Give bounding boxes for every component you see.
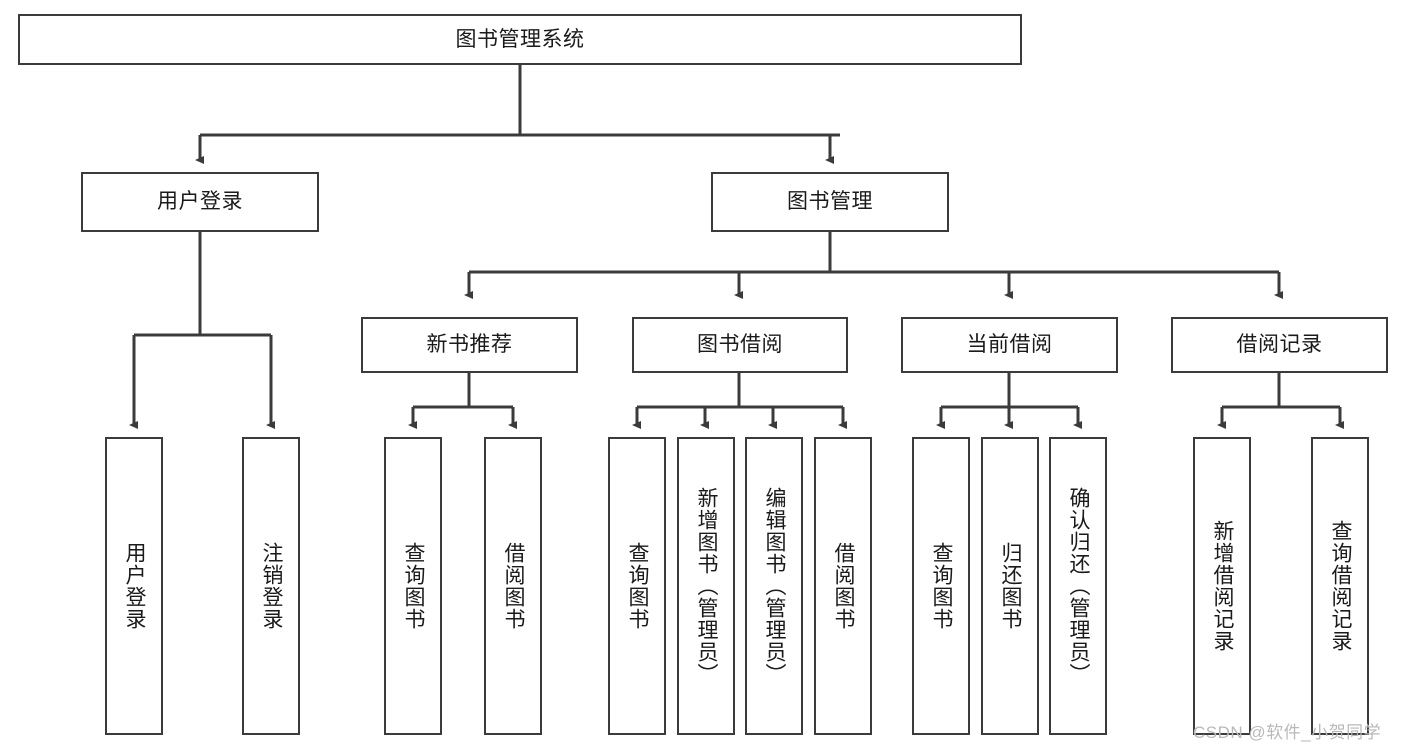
node-label: 借阅记录 (1236, 333, 1323, 357)
leaf-confirm-return-admin[interactable]: 确认归还（管理员） (1049, 437, 1107, 735)
node-root-book-management-system[interactable]: 图书管理系统 (18, 14, 1022, 65)
node-label: 图书借阅 (697, 333, 783, 357)
node-book-borrowing[interactable]: 图书借阅 (632, 317, 848, 373)
node-label: 图书管理系统 (455, 27, 585, 51)
node-label: 查询图书 (402, 542, 426, 630)
leaf-query-borrowing-record[interactable]: 查询借阅记录 (1311, 437, 1369, 735)
node-label: 编辑图书（管理员） (763, 487, 787, 685)
node-label: 查询图书 (930, 542, 954, 630)
node-label: 确认归还（管理员） (1067, 487, 1091, 685)
node-borrowing-records[interactable]: 借阅记录 (1171, 317, 1388, 373)
leaf-query-books-borrowing[interactable]: 查询图书 (608, 437, 666, 735)
leaf-borrow-books-recommendation[interactable]: 借阅图书 (484, 437, 542, 735)
node-label: 新增借阅记录 (1211, 520, 1235, 652)
leaf-query-books-current[interactable]: 查询图书 (912, 437, 970, 735)
node-label: 注销登录 (260, 542, 284, 630)
leaf-query-books-recommendation[interactable]: 查询图书 (384, 437, 442, 735)
node-label: 查询借阅记录 (1329, 520, 1353, 652)
node-book-management[interactable]: 图书管理 (711, 172, 949, 232)
node-label: 查询图书 (626, 542, 650, 630)
node-label: 借阅图书 (502, 542, 526, 630)
node-user-login[interactable]: 用户登录 (81, 172, 319, 232)
leaf-edit-book-admin[interactable]: 编辑图书（管理员） (745, 437, 803, 735)
node-label: 归还图书 (999, 542, 1023, 630)
node-label: 借阅图书 (832, 542, 856, 630)
node-label: 当前借阅 (966, 333, 1053, 357)
leaf-borrow-books-borrowing[interactable]: 借阅图书 (814, 437, 872, 735)
node-current-borrowing[interactable]: 当前借阅 (901, 317, 1118, 373)
node-new-book-recommendation[interactable]: 新书推荐 (361, 317, 578, 373)
leaf-add-borrowing-record[interactable]: 新增借阅记录 (1193, 437, 1251, 735)
leaf-return-books[interactable]: 归还图书 (981, 437, 1039, 735)
node-label: 图书管理 (787, 190, 873, 214)
node-label: 新增图书（管理员） (695, 487, 719, 685)
node-label: 用户登录 (157, 190, 243, 214)
csdn-watermark: CSDN @软件_小贺同学 (1193, 723, 1382, 742)
node-label: 新书推荐 (426, 333, 513, 357)
leaf-user-login[interactable]: 用户登录 (105, 437, 163, 735)
node-label: 用户登录 (123, 542, 147, 630)
leaf-logout[interactable]: 注销登录 (242, 437, 300, 735)
leaf-add-book-admin[interactable]: 新增图书（管理员） (677, 437, 735, 735)
